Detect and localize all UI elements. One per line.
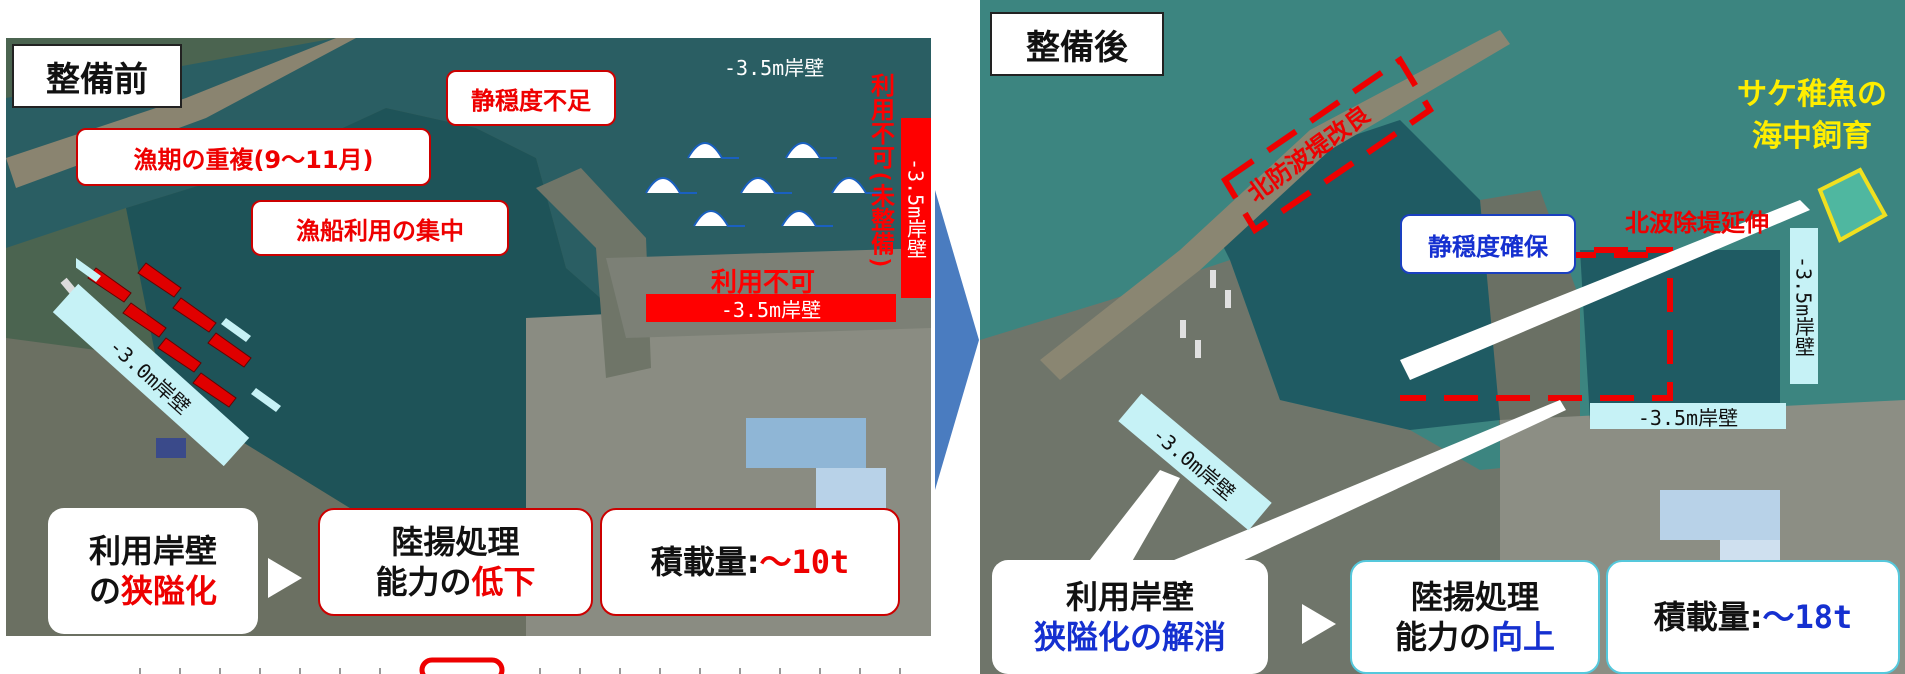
after-quay-horizontal: -3.5m岸壁: [1590, 403, 1786, 430]
after-arrow-right-icon: [1302, 604, 1336, 644]
label-salmon-rearing: サケ稚魚の 海中飼育: [1722, 74, 1902, 158]
box-load-label: 積載量:: [650, 543, 760, 581]
after-box-load: 積載量:〜18t: [1606, 560, 1900, 674]
quay-horizontal-bar: -3.5m岸壁: [646, 294, 896, 322]
improvement-overlays: [1090, 55, 1810, 590]
label-salmon-line2: 海中飼育: [1752, 119, 1872, 154]
quay-vertical-bar: -3.5m岸壁: [901, 118, 931, 298]
label-salmon-line1: サケ稚魚の: [1737, 77, 1887, 112]
callout-season-overlap: 漁期の重複(9〜11月): [76, 128, 431, 186]
after-box-processing-prefix: 能力の: [1394, 618, 1491, 656]
after-title: 整備後: [990, 12, 1164, 76]
callout-boat-concentration: 漁船利用の集中: [251, 200, 509, 256]
box-quay-prefix: の: [88, 572, 121, 610]
after-box-processing-line1: 陸揚処理: [1410, 578, 1539, 616]
wave-icon: [645, 142, 883, 227]
after-box-quay-line1: 利用岸壁: [1065, 578, 1194, 616]
bottom-scale: [139, 657, 901, 674]
before-title: 整備前: [12, 44, 182, 108]
box-quay-highlight: 狭隘化: [121, 572, 218, 610]
label-wave-extension: 北波除堤延伸: [1625, 209, 1769, 237]
unusable-label: 利用不可: [711, 268, 816, 298]
boats-cluster: [76, 258, 281, 412]
box-processing-prefix: 能力の: [375, 563, 472, 601]
after-box-quay-line2: 狭隘化の解消: [1033, 618, 1226, 656]
after-quay-vertical: -3.5m岸壁: [1790, 228, 1818, 384]
callout-calm-secured: 静穏度確保: [1400, 214, 1576, 274]
quay-label-top: -3.5m岸壁: [724, 56, 825, 80]
before-panel: 整備前 静穏度不足 漁期の重複(9〜11月) 漁船利用の集中 -3.5m岸壁 -…: [6, 38, 931, 636]
after-box-load-value: 〜18t: [1762, 598, 1853, 636]
after-box-processing-highlight: 向上: [1491, 618, 1556, 656]
box-processing-highlight: 低下: [471, 563, 536, 601]
quay-unusable-vertical: 利用不可(未整備): [866, 72, 895, 270]
box-quay-line1: 利用岸壁: [88, 532, 217, 570]
box-processing-line1: 陸揚処理: [391, 523, 520, 561]
box-load-value: 〜10t: [759, 543, 850, 581]
transition-arrow-icon: [935, 190, 979, 490]
after-panel: 整備後 北防波堤改良 サケ稚魚の 海中飼育 北波除堤延伸 静穏度確保 -3.5m…: [980, 0, 1905, 674]
after-box-processing: 陸揚処理 能力の向上: [1350, 560, 1600, 674]
callout-calm-lacking: 静穏度不足: [446, 70, 616, 126]
box-load: 積載量:〜10t: [600, 508, 900, 616]
arrow-right-icon: [268, 558, 302, 598]
after-box-load-label: 積載量:: [1653, 598, 1763, 636]
box-quay-narrowing: 利用岸壁 の狭隘化: [48, 508, 258, 634]
after-box-quay: 利用岸壁 狭隘化の解消: [992, 560, 1268, 674]
box-processing: 陸揚処理 能力の低下: [318, 508, 593, 616]
